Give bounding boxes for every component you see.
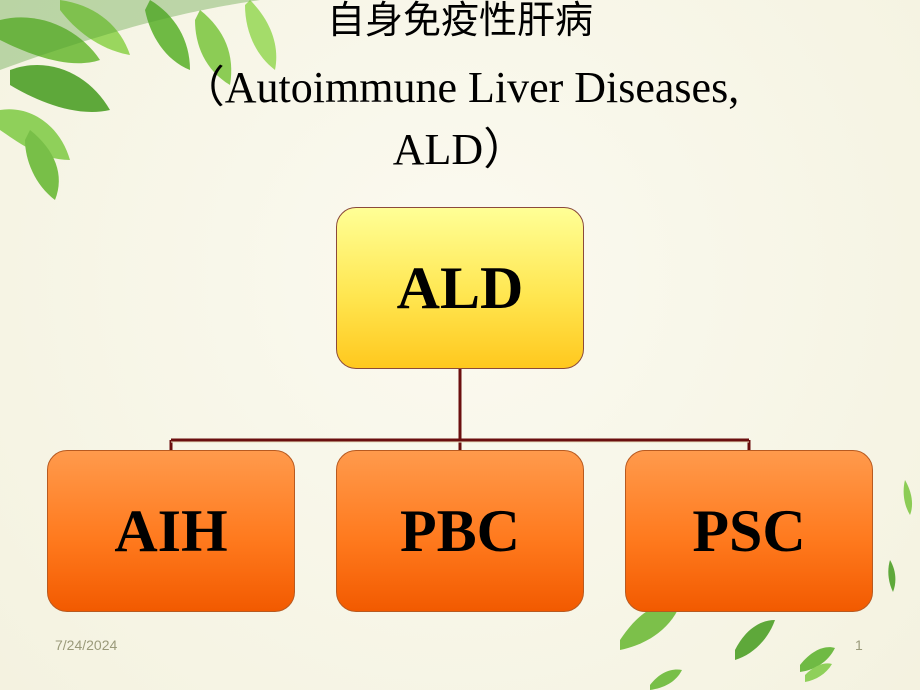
bottom-right-leaves-icon: [620, 480, 913, 690]
child-node-label: AIH: [114, 497, 228, 564]
child-node-label: PSC: [692, 497, 806, 564]
child-node-pbc: PBC: [336, 450, 584, 612]
footer-page-number: 1: [855, 637, 863, 653]
child-node-label: PBC: [400, 497, 520, 564]
top-left-leaves-icon: [0, 0, 277, 200]
child-node-psc: PSC: [625, 450, 873, 612]
title-english-line1: （Autoimmune Liver Diseases,: [180, 63, 740, 112]
title-chinese: 自身免疫性肝病: [326, 0, 593, 42]
child-node-aih: AIH: [47, 450, 295, 612]
root-node-label: ALD: [396, 254, 524, 321]
title-english-line2: ALD）: [392, 125, 528, 174]
root-node-ald: ALD: [336, 207, 584, 369]
footer-date: 7/24/2024: [55, 637, 118, 653]
